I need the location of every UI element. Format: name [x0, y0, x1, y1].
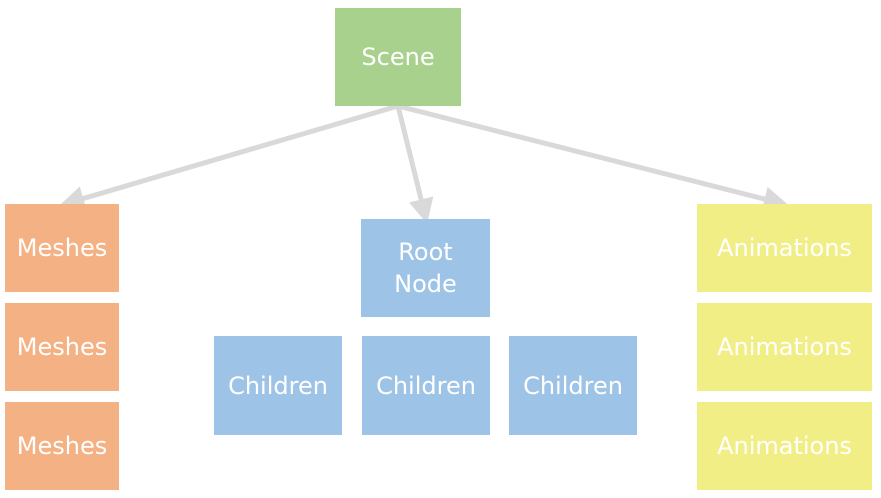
meshes-box: Meshes [5, 204, 119, 292]
children-box: Children [214, 336, 342, 435]
meshes-box: Meshes [5, 303, 119, 391]
scene-box: Scene [335, 8, 461, 106]
children-box: Children [362, 336, 490, 435]
meshes-box: Meshes [5, 402, 119, 490]
arrow-scene-to-root-node [395, 105, 434, 224]
animations-label: Animations [717, 432, 852, 460]
scene-label: Scene [361, 43, 435, 71]
meshes-label: Meshes [16, 234, 108, 262]
animations-box: Animations [697, 303, 872, 391]
meshes-label: Meshes [16, 432, 108, 460]
root-node-label: Root Node [394, 238, 457, 298]
children-box: Children [509, 336, 637, 435]
children-label: Children [376, 371, 476, 400]
children-label: Children [523, 371, 623, 400]
arrow-scene-to-meshes [59, 103, 399, 211]
children-label: Children [228, 371, 328, 400]
meshes-label: Meshes [16, 333, 108, 361]
animations-box: Animations [697, 402, 872, 490]
animations-label: Animations [717, 333, 852, 361]
arrow-scene-to-animations [397, 103, 789, 212]
root-node-box: Root Node [361, 219, 490, 317]
animations-label: Animations [717, 234, 852, 262]
animations-box: Animations [697, 204, 872, 292]
